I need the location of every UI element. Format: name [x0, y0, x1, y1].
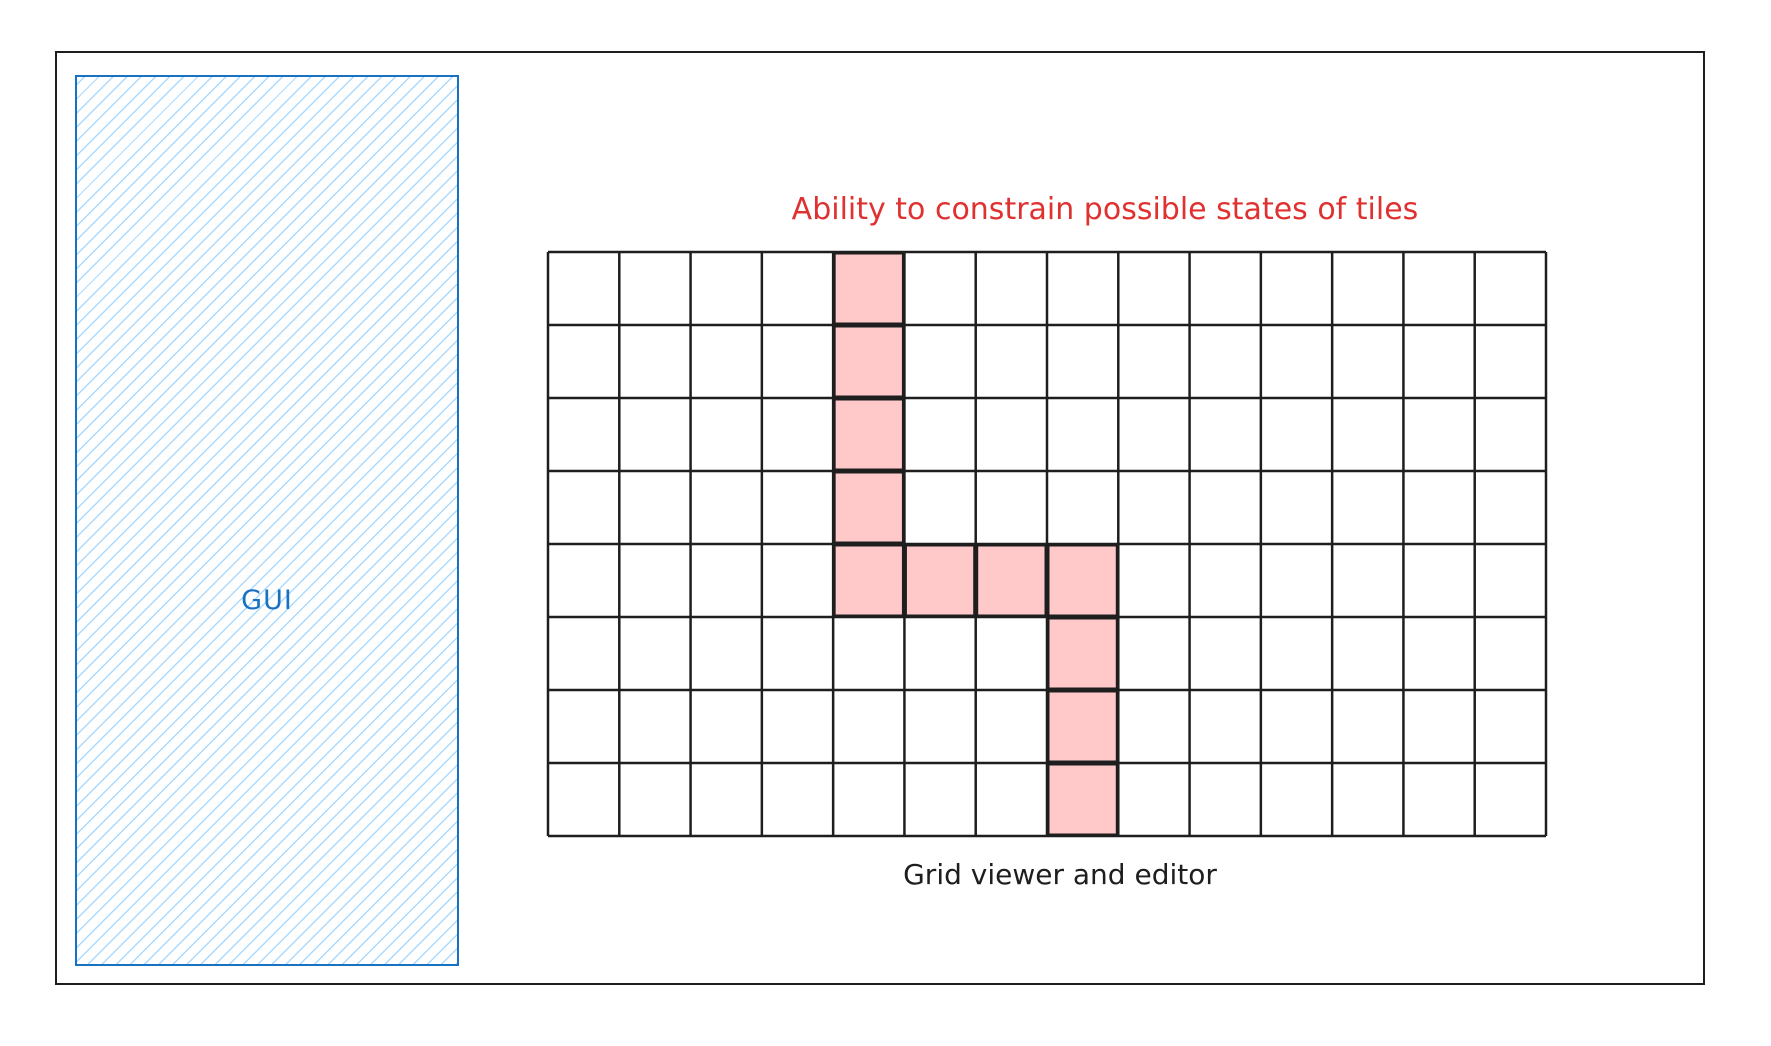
constrained-tile[interactable] — [832, 543, 905, 618]
constrained-tile[interactable] — [903, 543, 977, 618]
constrained-tile[interactable] — [1046, 762, 1119, 837]
constrained-tile[interactable] — [1046, 616, 1119, 691]
window-frame — [55, 51, 1705, 985]
constrained-tile[interactable] — [1046, 543, 1119, 618]
grid-lines — [546, 250, 1548, 838]
constrained-tile[interactable] — [1046, 689, 1119, 764]
constrained-tile[interactable] — [832, 324, 905, 399]
grid-caption: Grid viewer and editor — [903, 858, 1217, 891]
constrained-tile[interactable] — [832, 251, 905, 326]
constraint-annotation: Ability to constrain possible states of … — [791, 192, 1419, 227]
constrained-tile[interactable] — [832, 470, 905, 545]
constrained-tile[interactable] — [975, 543, 1048, 618]
tiles-layer — [832, 251, 1119, 837]
gui-label: GUI — [241, 585, 293, 616]
gui-panel[interactable]: GUI — [75, 75, 459, 966]
constrained-tile[interactable] — [832, 397, 905, 472]
